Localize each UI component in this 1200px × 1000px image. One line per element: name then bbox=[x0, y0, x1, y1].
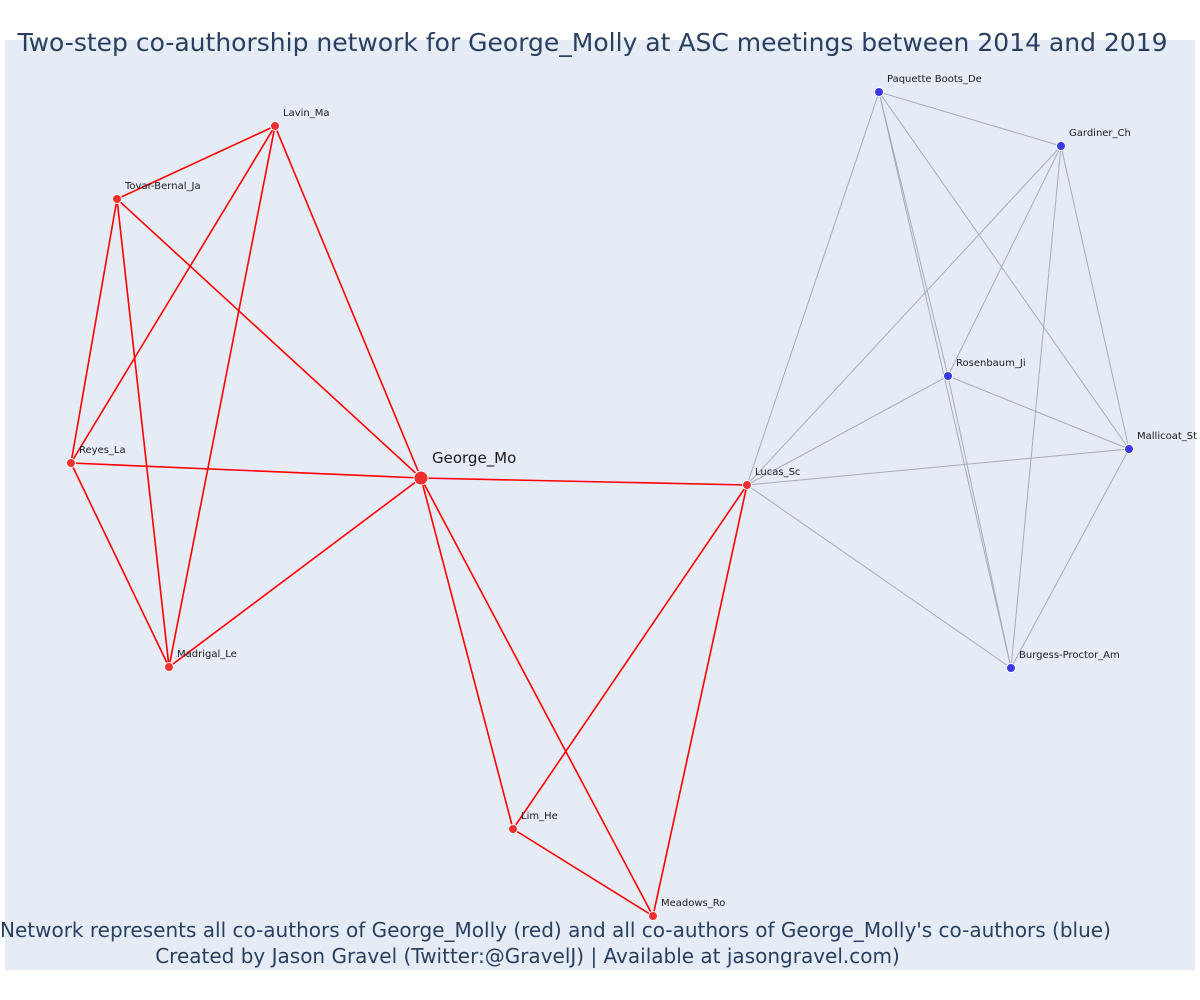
edge-rosenbaum-ji-mallicoat-st bbox=[947, 375, 1130, 450]
node-george-mo[interactable] bbox=[413, 470, 429, 486]
edge-lavin-ma-tovar-bernal-ja bbox=[116, 125, 276, 200]
edge-gardiner-ch-burgess-proctor-am bbox=[1010, 145, 1062, 669]
node-mallicoat-st[interactable] bbox=[1124, 444, 1134, 454]
node-label-burgess-proctor-am: Burgess-Proctor_Am bbox=[1019, 650, 1120, 661]
node-paquette-boots-de[interactable] bbox=[874, 87, 884, 97]
nodes-layer bbox=[66, 87, 1134, 921]
node-label-tovar-bernal-ja: Tovar-Bernal_Ja bbox=[124, 181, 201, 192]
node-label-gardiner-ch: Gardiner_Ch bbox=[1069, 128, 1131, 139]
edge-paquette-boots-de-rosenbaum-ji bbox=[878, 91, 949, 377]
node-label-george-mo: George_Mo bbox=[432, 449, 516, 468]
edge-lucas-sc-paquette-boots-de bbox=[746, 91, 880, 486]
edge-lucas-sc-burgess-proctor-am bbox=[746, 484, 1012, 669]
edge-paquette-boots-de-gardiner-ch bbox=[878, 91, 1062, 147]
edges-layer bbox=[70, 91, 1130, 917]
edge-tovar-bernal-ja-madrigal-le bbox=[116, 198, 170, 668]
edge-lucas-sc-mallicoat-st bbox=[746, 448, 1130, 486]
node-gardiner-ch[interactable] bbox=[1056, 141, 1066, 151]
node-label-rosenbaum-ji: Rosenbaum_Ji bbox=[956, 358, 1026, 369]
edge-george-mo-tovar-bernal-ja bbox=[116, 198, 422, 479]
labels-layer: George_Mo Lavin_MaTovar-Bernal_JaReyes_La… bbox=[79, 74, 1197, 909]
node-meadows-ro[interactable] bbox=[648, 911, 658, 921]
edge-reyes-la-madrigal-le bbox=[70, 462, 170, 668]
node-lucas-sc[interactable] bbox=[742, 480, 752, 490]
edge-george-mo-reyes-la bbox=[70, 462, 422, 479]
edge-lavin-ma-madrigal-le bbox=[168, 125, 276, 668]
node-label-mallicoat-st: Mallicoat_St bbox=[1137, 431, 1197, 442]
node-lavin-ma[interactable] bbox=[270, 121, 280, 131]
edge-george-mo-meadows-ro bbox=[420, 477, 654, 917]
edge-lucas-sc-rosenbaum-ji bbox=[746, 375, 949, 486]
node-lim-he[interactable] bbox=[508, 824, 518, 834]
node-label-meadows-ro: Meadows_Ro bbox=[661, 898, 725, 909]
edge-gardiner-ch-rosenbaum-ji bbox=[947, 145, 1062, 377]
edge-mallicoat-st-burgess-proctor-am bbox=[1010, 448, 1130, 669]
node-tovar-bernal-ja[interactable] bbox=[112, 194, 122, 204]
edge-george-mo-madrigal-le bbox=[168, 477, 422, 668]
node-madrigal-le[interactable] bbox=[164, 662, 174, 672]
node-rosenbaum-ji[interactable] bbox=[943, 371, 953, 381]
edge-george-mo-lucas-sc bbox=[420, 477, 748, 486]
node-label-madrigal-le: Madrigal_Le bbox=[177, 649, 237, 660]
edge-gardiner-ch-mallicoat-st bbox=[1060, 145, 1130, 450]
node-reyes-la[interactable] bbox=[66, 458, 76, 468]
node-label-paquette-boots-de: Paquette Boots_De bbox=[887, 74, 982, 85]
edge-lavin-ma-reyes-la bbox=[70, 125, 276, 464]
edge-lucas-sc-gardiner-ch bbox=[746, 145, 1062, 486]
node-label-reyes-la: Reyes_La bbox=[79, 445, 126, 456]
chart-title: Two-step co-authorship network for Georg… bbox=[17, 28, 1168, 57]
edge-rosenbaum-ji-burgess-proctor-am bbox=[947, 375, 1012, 669]
edge-george-mo-lavin-ma bbox=[274, 125, 422, 479]
edge-lim-he-meadows-ro bbox=[512, 828, 654, 917]
node-label-lucas-sc: Lucas_Sc bbox=[755, 467, 800, 478]
caption-credit: Created by Jason Gravel (Twitter:@Gravel… bbox=[155, 944, 900, 968]
node-burgess-proctor-am[interactable] bbox=[1006, 663, 1016, 673]
node-label-lavin-ma: Lavin_Ma bbox=[283, 108, 330, 119]
caption-legend-note: Network represents all co-authors of Geo… bbox=[0, 918, 1111, 942]
node-label-lim-he: Lim_He bbox=[521, 811, 558, 822]
edge-george-mo-lim-he bbox=[420, 477, 514, 830]
edge-paquette-boots-de-mallicoat-st bbox=[878, 91, 1130, 450]
edge-lucas-sc-meadows-ro bbox=[652, 484, 748, 917]
edge-lucas-sc-lim-he bbox=[512, 484, 748, 830]
edge-tovar-bernal-ja-reyes-la bbox=[70, 198, 118, 464]
